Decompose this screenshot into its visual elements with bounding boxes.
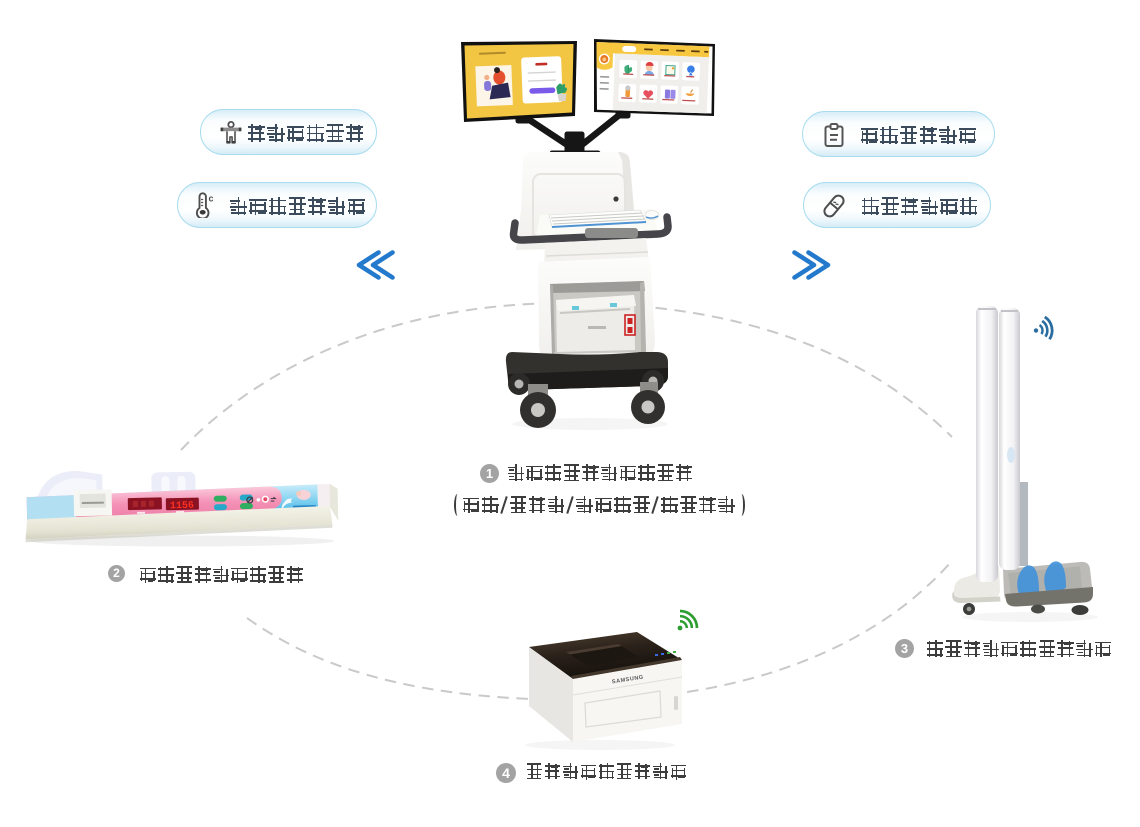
svg-text:c: c	[209, 194, 214, 204]
svg-text:SAMSUNG: SAMSUNG	[612, 675, 645, 686]
svg-text:1156: 1156	[170, 501, 194, 513]
